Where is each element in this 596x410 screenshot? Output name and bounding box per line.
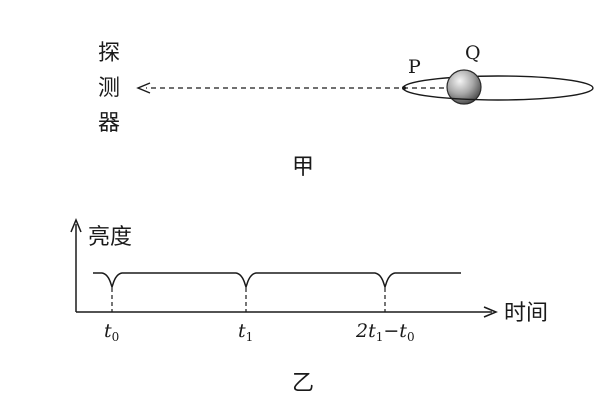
figure-a: 探 测 器 P Q 甲 xyxy=(98,41,594,180)
y-axis-arrowhead xyxy=(70,218,82,233)
orbit-front xyxy=(402,87,594,101)
brightness-curve xyxy=(93,272,461,290)
caption-b: 乙 xyxy=(292,371,314,396)
detector-label-char-3: 器 xyxy=(98,111,120,136)
label-q: Q xyxy=(465,42,481,64)
figure-b: 亮度 时间 t0 t1 2t1−t0 乙 xyxy=(70,218,548,396)
x-axis-arrowhead xyxy=(483,306,498,318)
tick-label-2t1-t0: 2t1−t0 xyxy=(355,320,415,344)
y-axis-label: 亮度 xyxy=(88,225,132,250)
tick-label-t1: t1 xyxy=(238,320,253,344)
detector-label-char-2: 测 xyxy=(98,76,120,101)
orbit-back xyxy=(402,75,594,89)
label-p: P xyxy=(408,56,421,78)
line-of-sight-arrowhead xyxy=(136,82,151,94)
point-p-marker xyxy=(402,86,406,90)
detector-label-char-1: 探 xyxy=(98,41,120,66)
caption-a: 甲 xyxy=(292,155,314,180)
x-axis-label: 时间 xyxy=(504,301,548,326)
planet-q-sphere xyxy=(446,69,482,105)
tick-label-t0: t0 xyxy=(104,320,119,344)
